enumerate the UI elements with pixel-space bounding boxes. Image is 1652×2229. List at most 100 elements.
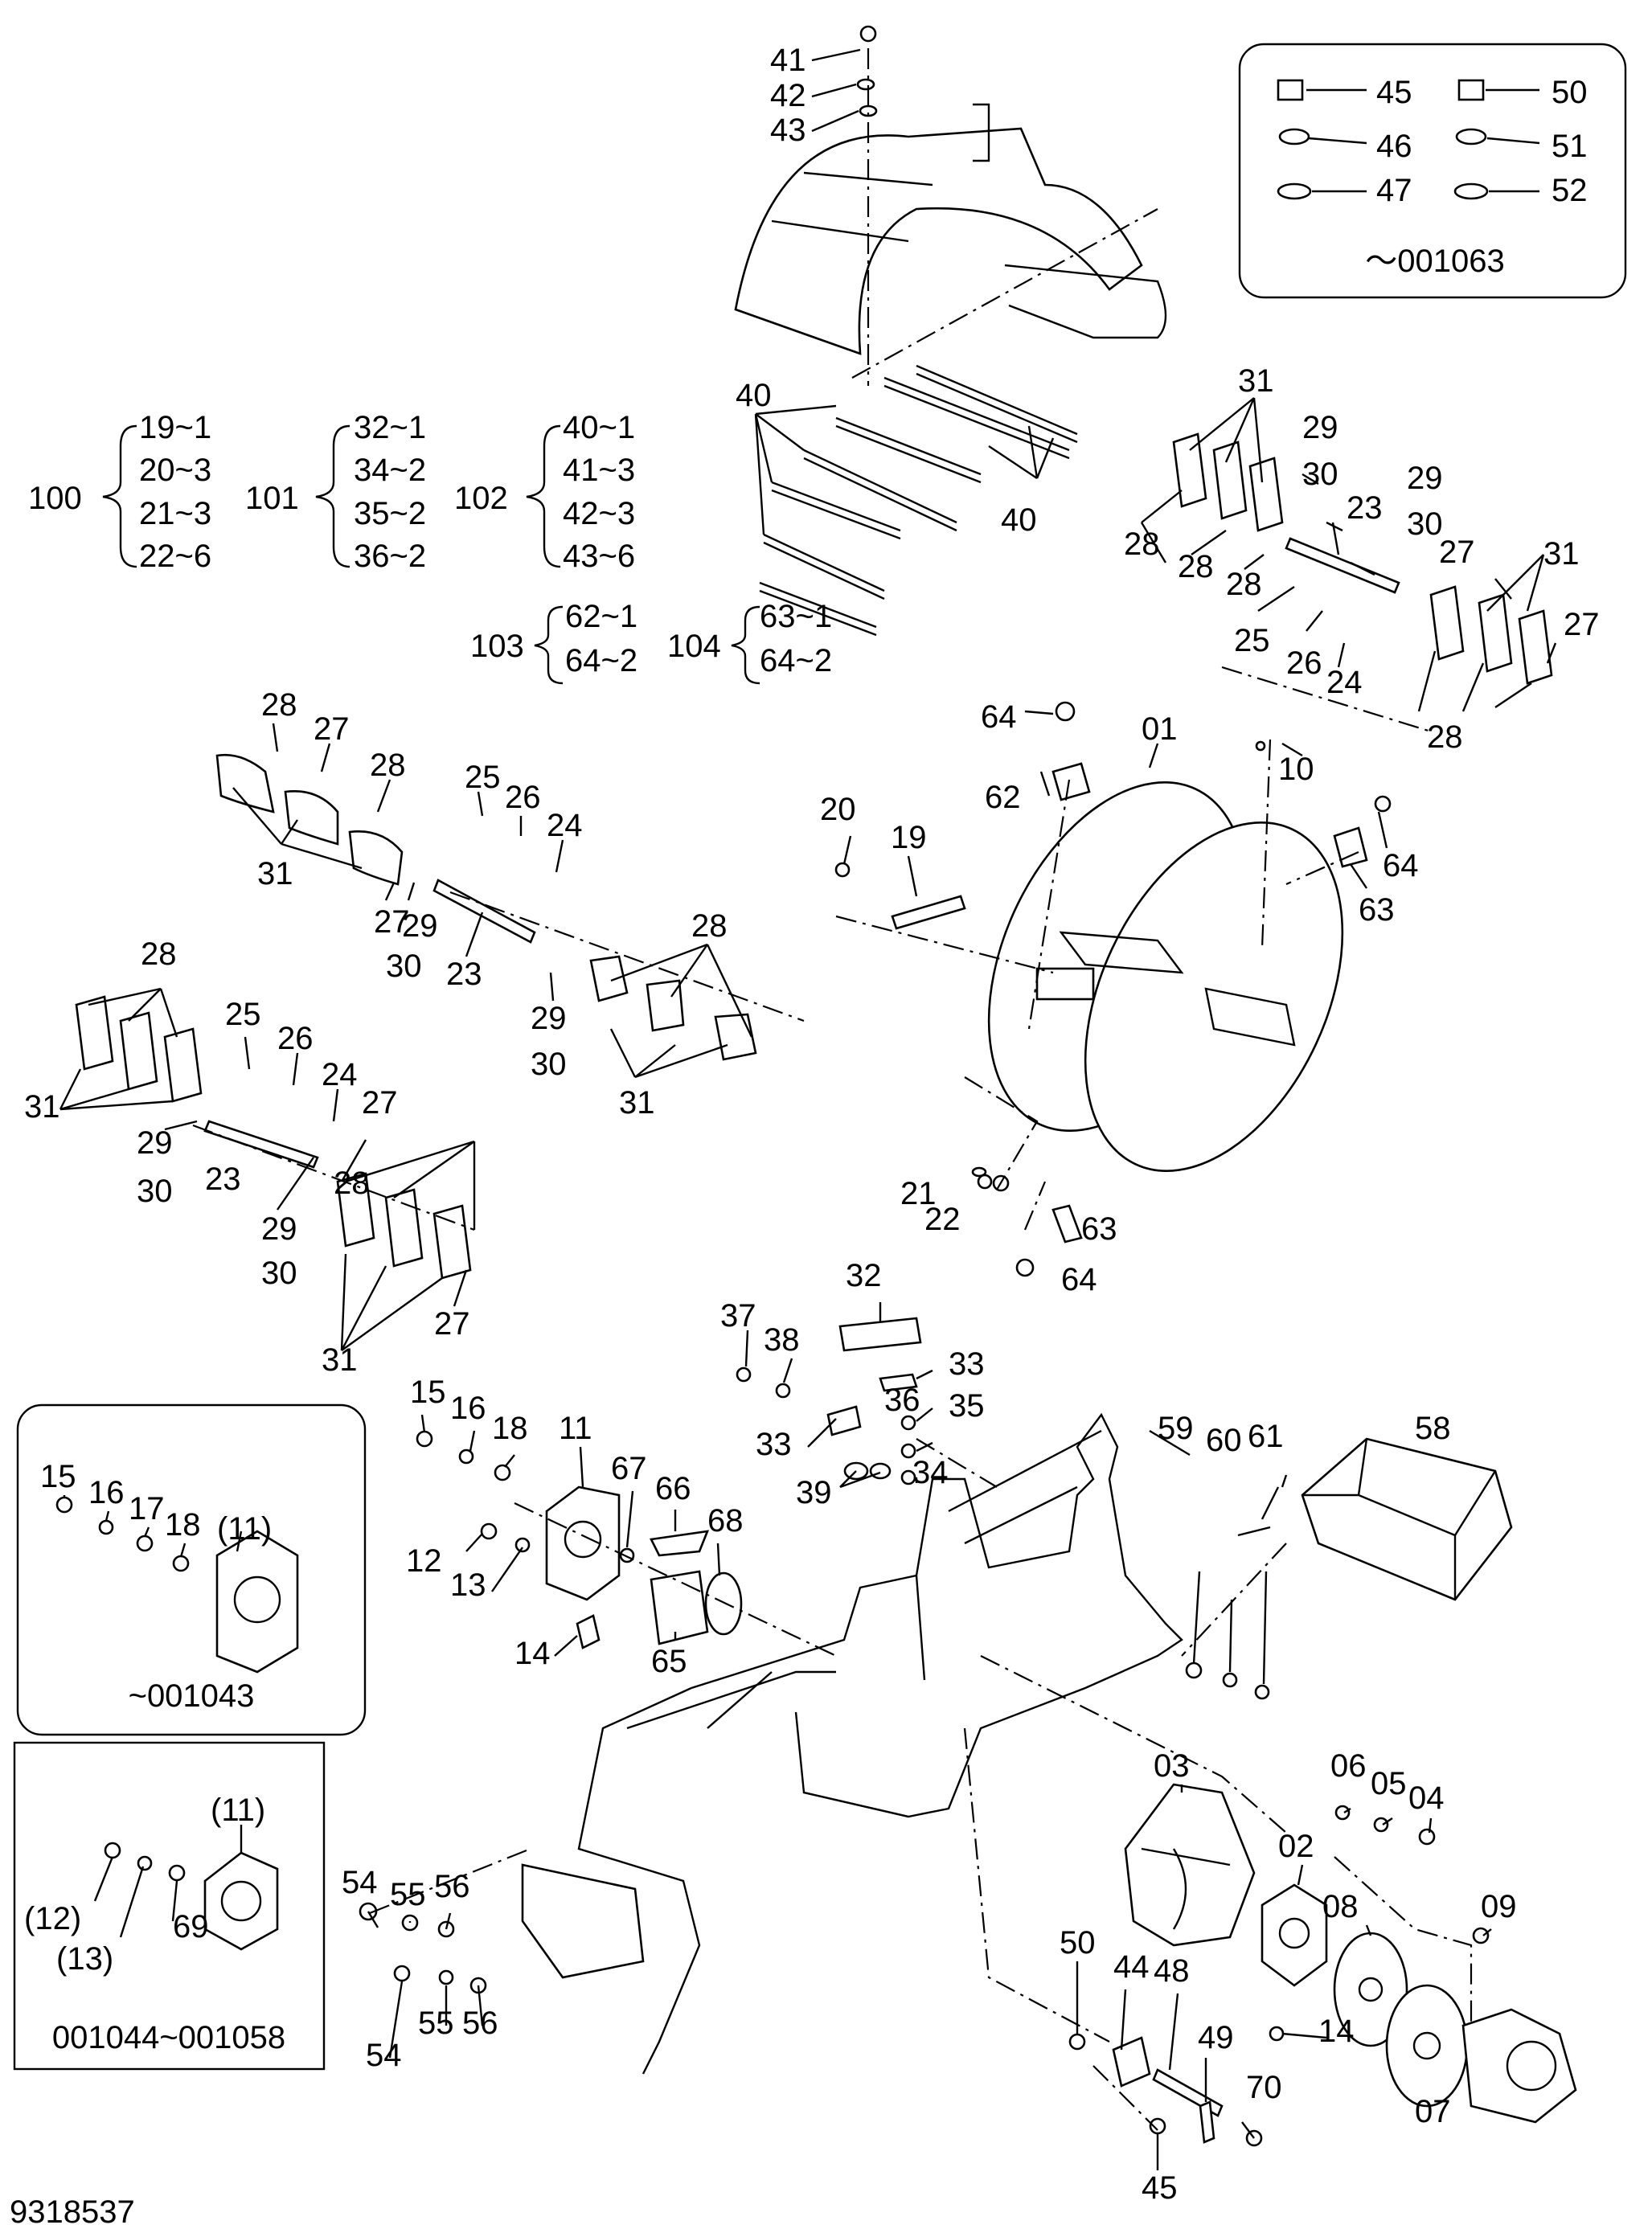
callout-label: (11) <box>211 1793 265 1828</box>
bearing-flange-02 <box>1261 1883 1328 1987</box>
callout-label: 23 <box>205 1162 241 1197</box>
callout-label: 28 <box>334 1166 370 1201</box>
callout-label: 25 <box>465 760 501 795</box>
callout-label: 26 <box>1286 645 1322 681</box>
assembly-id: 104 <box>667 629 721 664</box>
cover-58 <box>1301 1437 1513 1601</box>
callout-label: 55 <box>390 1877 426 1912</box>
callout-label: 08 <box>1322 1889 1359 1924</box>
callout-label: 27 <box>374 904 410 940</box>
callout-label: 31 <box>24 1089 60 1125</box>
callout-label: 45 <box>1142 2170 1178 2206</box>
callout-label: 16 <box>450 1391 486 1426</box>
callout-label: 13 <box>450 1567 486 1603</box>
callout-label: 11 <box>559 1411 592 1446</box>
assembly-id: 102 <box>454 481 508 516</box>
brace-101 <box>315 424 350 568</box>
callout-label: 27 <box>362 1085 398 1121</box>
rotor-assembly <box>987 781 1344 1172</box>
callout-label: 25 <box>225 997 261 1032</box>
callout-label: 67 <box>611 1451 647 1486</box>
coupling-07 <box>1385 1984 1469 2108</box>
callout-label: 23 <box>446 957 482 992</box>
callout-label: 01 <box>1142 711 1178 747</box>
callout-label: 30 <box>531 1047 567 1082</box>
assembly-item: 42~3 <box>563 496 635 531</box>
callout-label: 29 <box>261 1211 297 1247</box>
main-frame <box>521 1412 1183 2075</box>
callout-label: 63 <box>1081 1211 1117 1247</box>
callout-label: 33 <box>949 1346 985 1382</box>
callout-label: 68 <box>707 1503 744 1539</box>
blade-group-upper-right-a <box>1172 432 1284 532</box>
callout-label: (11) <box>217 1511 272 1547</box>
callout-label: 58 <box>1415 1411 1451 1446</box>
callout-label: 24 <box>547 808 583 843</box>
blade-group-upper-right-b <box>1429 585 1553 685</box>
assembly-item: 36~2 <box>354 539 426 574</box>
callout-label: 28 <box>1226 567 1262 602</box>
callout-label: 56 <box>462 2006 498 2041</box>
assembly-item: 34~2 <box>354 453 426 488</box>
callout-label: 28 <box>691 908 728 944</box>
drive-housing <box>1124 1783 1256 1947</box>
variant-box-001043 <box>16 1403 367 1736</box>
leader-lines <box>59 48 1557 2170</box>
callout-label: 51 <box>1552 129 1588 164</box>
callout-label: 27 <box>314 711 350 747</box>
callout-label: 15 <box>410 1375 446 1410</box>
assembly-item: 22~6 <box>139 539 211 574</box>
callout-label: 41 <box>770 43 806 78</box>
callout-label: 40 <box>736 378 772 413</box>
callout-label: 47 <box>1376 173 1412 208</box>
callout-label: 27 <box>1439 535 1475 570</box>
callout-label: 18 <box>165 1507 201 1543</box>
assembly-item: 40~1 <box>563 410 635 445</box>
callout-label: 29 <box>1302 410 1338 445</box>
callout-label: 65 <box>651 1644 687 1679</box>
callout-label: 30 <box>1407 506 1443 542</box>
callout-label: (12) <box>24 1901 81 1936</box>
callout-label: 64 <box>1061 1262 1097 1297</box>
callout-label: 64 <box>1383 848 1419 883</box>
callout-label: 30 <box>386 949 422 984</box>
callout-label: 54 <box>342 1865 378 1900</box>
serial-range-label: ～001063 <box>1365 244 1504 279</box>
callout-label: 69 <box>173 1909 209 1944</box>
callout-label: 37 <box>720 1298 756 1334</box>
assembly-item: 43~6 <box>563 539 635 574</box>
callout-label: 50 <box>1552 75 1588 110</box>
callout-label: 22 <box>924 1202 961 1237</box>
callout-label: 42 <box>770 78 806 113</box>
callout-label: 70 <box>1246 2070 1282 2105</box>
blade-group-middle <box>589 955 757 1061</box>
callout-label: 15 <box>40 1459 76 1494</box>
callout-label: 31 <box>257 856 293 891</box>
callout-label: 49 <box>1198 2020 1234 2055</box>
callout-label: 30 <box>261 1256 297 1291</box>
assembly-item: 64~2 <box>565 643 637 678</box>
callout-label: 28 <box>261 687 297 723</box>
assembly-item: 35~2 <box>354 496 426 531</box>
callout-label: 46 <box>1376 129 1412 164</box>
assembly-id: 103 <box>470 629 524 664</box>
callout-label: 63 <box>1359 892 1395 928</box>
assembly-item: 32~1 <box>354 410 426 445</box>
callout-label: 64 <box>981 699 1017 735</box>
callout-label: 52 <box>1552 173 1588 208</box>
blade-group-upper-left <box>215 753 404 886</box>
callout-label: 14 <box>1318 2014 1355 2049</box>
callout-label: 32 <box>846 1258 882 1293</box>
brace-102 <box>526 424 561 568</box>
callout-label: 24 <box>322 1057 358 1092</box>
callout-label: 56 <box>434 1869 470 1904</box>
callout-label: 16 <box>88 1475 125 1510</box>
callout-label: 44 <box>1113 1949 1150 1985</box>
hydraulic-motor <box>1461 2008 1577 2124</box>
callout-label: 10 <box>1278 752 1314 787</box>
callout-label: 54 <box>366 2038 402 2073</box>
callout-label: 30 <box>1302 457 1338 492</box>
callout-label: 21 <box>900 1176 937 1211</box>
